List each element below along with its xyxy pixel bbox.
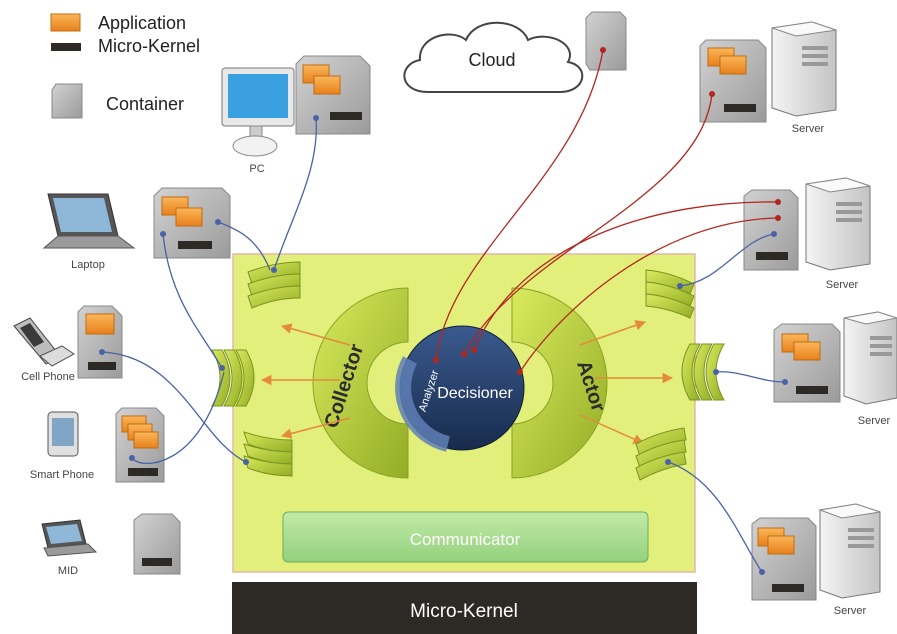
container-laptop[interactable] (153, 187, 231, 259)
container-pc[interactable] (295, 55, 371, 135)
legend: Application Micro-Kernel Container (50, 13, 200, 119)
decisioner-circle[interactable]: Decisioner Analyzer (395, 325, 525, 452)
communicator-label: Communicator (410, 530, 521, 549)
mid-device[interactable]: MID (41, 519, 98, 577)
container-cell-phone[interactable] (77, 305, 123, 379)
server-1-tower[interactable]: Server (771, 21, 837, 135)
micro-kernel-chip (128, 468, 158, 476)
cell-phone-device[interactable]: Cell Phone (13, 317, 75, 383)
link-server-4 (667, 461, 763, 573)
application-icon (793, 341, 821, 361)
red-links (435, 49, 779, 373)
legend-container-swatch (51, 83, 83, 119)
micro-kernel-chip (772, 584, 804, 592)
link-server-2b (519, 217, 779, 373)
link-pc (273, 117, 317, 271)
micro-kernel-chip (178, 241, 212, 249)
collector-arc[interactable] (312, 287, 409, 479)
container-server-1[interactable] (699, 39, 767, 123)
mid-label: MID (58, 565, 78, 577)
actor-arc[interactable] (511, 287, 608, 479)
container-mid[interactable] (133, 513, 181, 575)
communicator-box[interactable]: Communicator (282, 511, 649, 563)
legend-application-swatch (50, 13, 81, 32)
legend-container-label: Container (106, 94, 184, 114)
link-laptop-a (217, 221, 271, 271)
legend-application-label: Application (98, 13, 186, 33)
link-endpoints (433, 347, 523, 375)
server-3-tower[interactable]: Server (843, 311, 897, 427)
link-server-2a (473, 201, 779, 351)
micro-kernel-chip (330, 112, 362, 120)
container-cloud[interactable] (585, 11, 627, 71)
link-server-3 (715, 371, 786, 383)
micro-kernel-chip (724, 104, 756, 112)
pc-device[interactable]: PC (221, 67, 295, 175)
container-server-2[interactable] (743, 189, 799, 271)
legend-microkernel-swatch (51, 43, 81, 51)
server-2-label: Server (826, 279, 859, 291)
micro-kernel-chip (796, 386, 828, 394)
link-endpoints-blue (219, 267, 719, 465)
server-1-label: Server (792, 123, 825, 135)
micro-kernel-chip (88, 362, 116, 370)
blue-links (101, 117, 786, 573)
micro-kernel-chip (142, 558, 172, 566)
cloud-node[interactable]: Cloud (403, 21, 584, 93)
cloud-label: Cloud (468, 50, 515, 70)
interface-stack-right-bottom[interactable] (635, 427, 687, 481)
container-smart-phone[interactable] (115, 407, 165, 483)
laptop-label: Laptop (71, 259, 105, 271)
interface-stack-left-bottom[interactable] (243, 431, 293, 477)
interface-stack-left-mid[interactable] (211, 349, 255, 407)
application-icon (313, 75, 341, 95)
container-server-3[interactable] (773, 323, 841, 403)
application-icon (719, 55, 747, 75)
server-2-tower[interactable]: Server (805, 177, 871, 291)
collector-arrows (260, 323, 351, 439)
application-icon (767, 535, 795, 555)
server-4-tower[interactable]: Server (818, 503, 881, 617)
link-laptop-b (162, 233, 223, 369)
smart-phone-device[interactable]: Smart Phone (30, 411, 94, 481)
link-smart-phone (131, 371, 225, 464)
micro-kernel-bar: Micro-Kernel (232, 582, 697, 634)
server-4-label: Server (834, 605, 867, 617)
cell-phone-label: Cell Phone (21, 371, 75, 383)
application-icon (85, 313, 115, 335)
pc-label: PC (249, 163, 264, 175)
actor-arrows (579, 320, 674, 444)
micro-kernel-chip (756, 252, 788, 260)
link-server-2 (679, 233, 775, 287)
link-cell-phone (101, 351, 247, 463)
decisioner-label: Decisioner (437, 385, 513, 402)
link-cloud (435, 49, 604, 361)
legend-microkernel-label: Micro-Kernel (98, 36, 200, 56)
smart-phone-label: Smart Phone (30, 469, 94, 481)
application-icon (175, 207, 203, 227)
application-icon (133, 431, 159, 449)
container-server-4[interactable] (751, 517, 817, 601)
server-3-label: Server (858, 415, 891, 427)
laptop-device[interactable]: Laptop (42, 193, 136, 271)
micro-kernel-label: Micro-Kernel (410, 601, 518, 622)
